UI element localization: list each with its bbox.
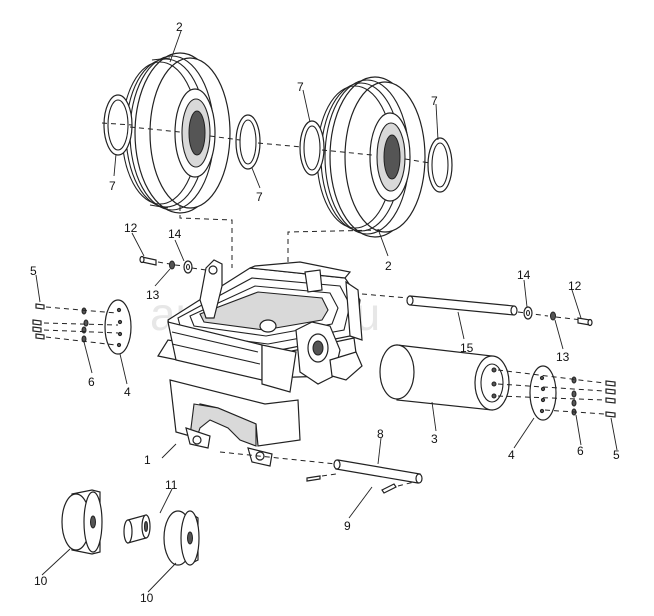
end-plate-left	[104, 299, 132, 355]
ring-left-inner	[235, 114, 261, 170]
pin-8	[333, 459, 423, 484]
callout-3: 3	[431, 432, 438, 446]
washers-left	[81, 307, 89, 343]
bolts-right	[605, 380, 616, 418]
bushing-right	[163, 510, 200, 566]
ring-left-outer	[103, 94, 133, 156]
callout-2-right: 2	[385, 259, 392, 273]
callout-1: 1	[144, 453, 151, 467]
callout-6-right: 6	[577, 444, 584, 458]
callout-14-right: 14	[517, 268, 531, 282]
end-plate-right	[529, 365, 557, 421]
callout-4-left: 4	[124, 385, 131, 399]
washer-13-right	[550, 311, 556, 321]
bushing-left	[61, 489, 103, 555]
callout-11: 11	[165, 478, 178, 492]
bolts-left	[32, 303, 45, 340]
callout-4-right: 4	[508, 448, 515, 462]
callout-15: 15	[460, 341, 474, 355]
shaft	[406, 295, 518, 316]
pin-9	[306, 475, 397, 494]
frame-body	[157, 259, 363, 467]
callout-13-left: 13	[146, 288, 160, 302]
callout-12-left: 12	[124, 221, 138, 235]
callout-5-left: 5	[30, 264, 37, 278]
callout-9: 9	[344, 519, 351, 533]
callout-7-center: 7	[256, 190, 263, 204]
callout-13-right: 13	[556, 350, 570, 364]
sleeve-11	[123, 514, 151, 544]
washers-right	[571, 376, 577, 416]
callout-14-left: 14	[168, 227, 182, 241]
washer-13-left	[169, 260, 175, 270]
callout-12-right: 12	[568, 279, 582, 293]
callout-8: 8	[377, 427, 384, 441]
ring-right	[427, 137, 453, 193]
ring-middle	[299, 120, 325, 176]
bolt-12-right	[577, 317, 593, 327]
callout-7-left: 7	[109, 179, 116, 193]
pulley-right	[316, 76, 426, 238]
callout-10-right: 10	[140, 591, 154, 605]
callout-2-top: 2	[176, 20, 183, 34]
washer-14-left	[183, 260, 193, 274]
pulley-left	[121, 52, 231, 214]
callout-5-right: 5	[613, 448, 620, 462]
cylinder	[379, 344, 510, 411]
callout-7-middle: 7	[297, 80, 304, 94]
callout-6-left: 6	[88, 375, 95, 389]
washer-14-right	[523, 306, 533, 320]
bolt-12-left	[139, 255, 157, 266]
callout-10-left: 10	[34, 574, 48, 588]
callout-7-right: 7	[431, 94, 438, 108]
